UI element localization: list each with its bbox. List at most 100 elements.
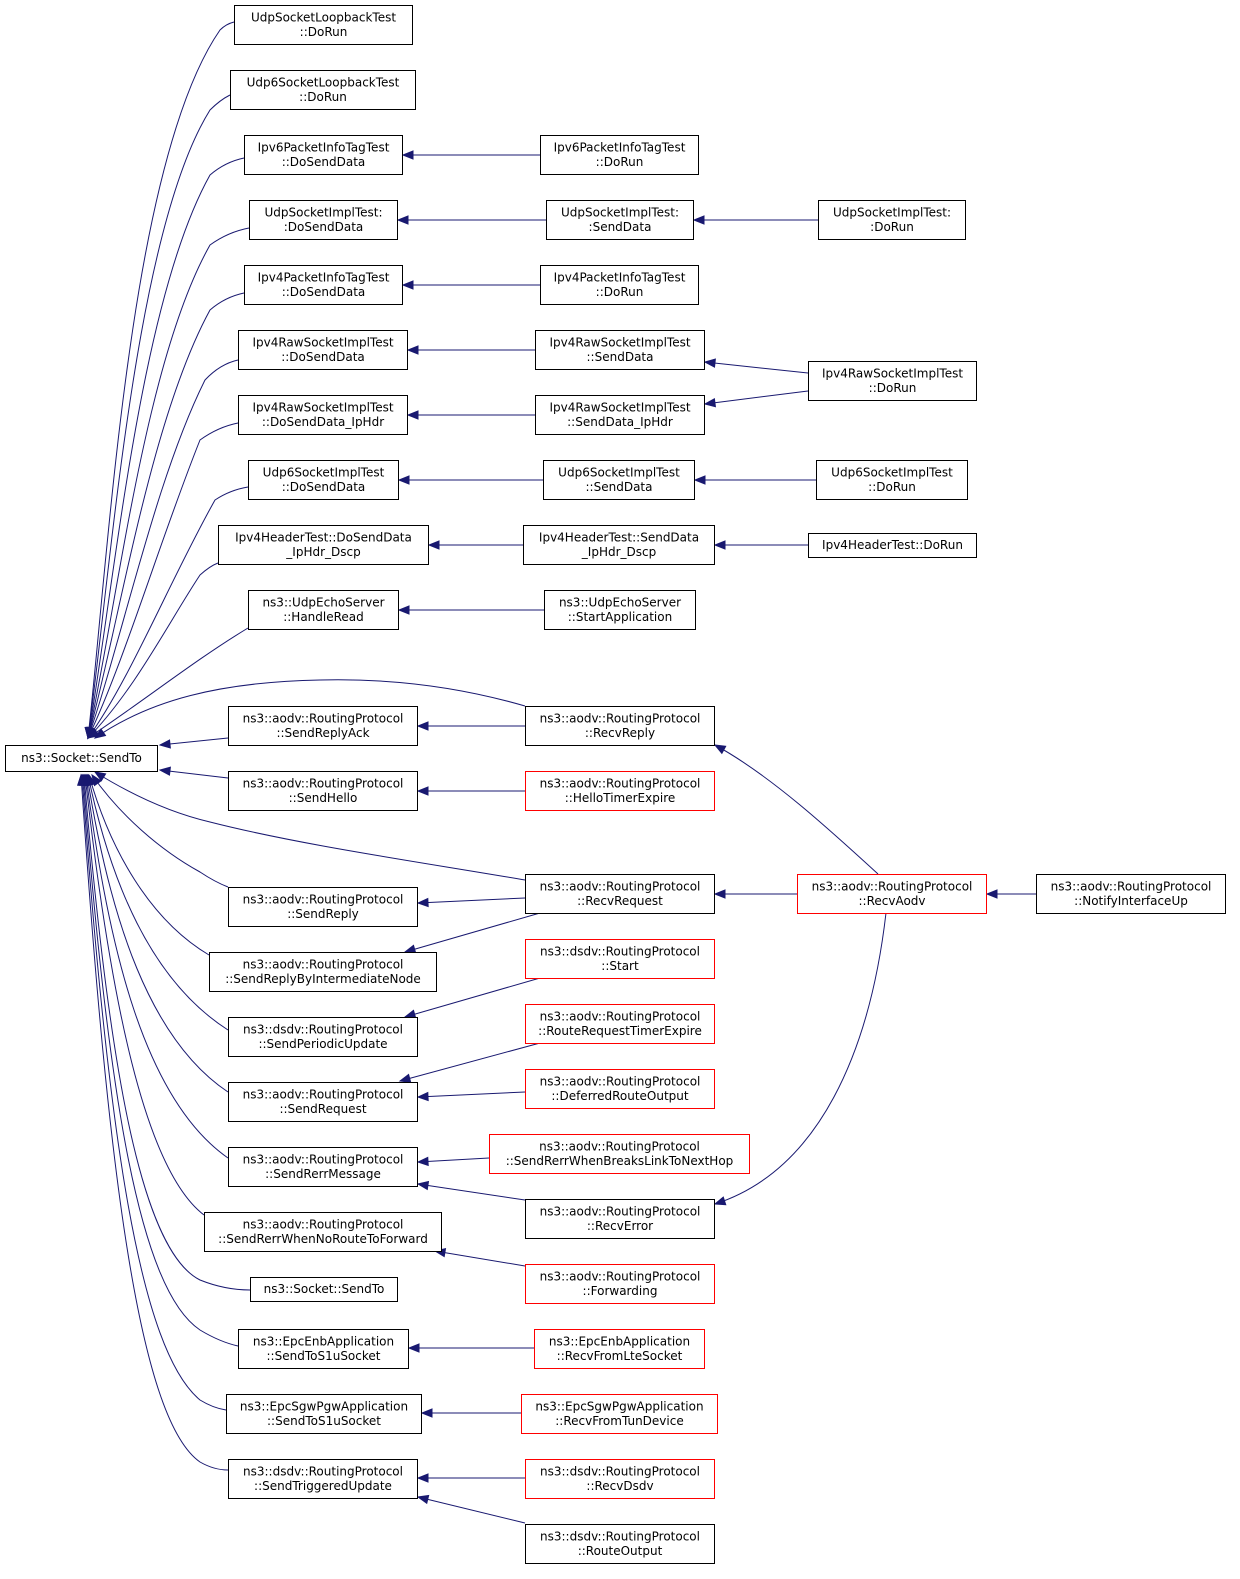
node-rawDoSendIp-label-1: ::DoSendData_IpHdr (262, 415, 384, 429)
node-forwarding[interactable]: ns3::aodv::RoutingProtocol::Forwarding (525, 1264, 715, 1304)
edge-rawSendIp-to-rawDoSendIp (406, 410, 535, 420)
edge-echoStart-to-echoRead-arrowhead (397, 605, 410, 615)
node-recvRequest[interactable]: ns3::aodv::RoutingProtocol::RecvRequest (525, 874, 715, 914)
node-ipv6PitSend[interactable]: Ipv6PacketInfoTagTest::DoSendData (244, 135, 403, 175)
node-hdrSend-box (523, 525, 715, 565)
node-rawSendIp-label-0: Ipv4RawSocketImplTest (549, 400, 690, 414)
node-sendReply-label-0: ns3::aodv::RoutingProtocol (243, 892, 404, 906)
node-sendRerrMsg[interactable]: ns3::aodv::RoutingProtocol::SendRerrMess… (228, 1147, 418, 1187)
node-ipv4PitRun-label-1: ::DoRun (596, 285, 644, 299)
node-udp6Send-label-0: Udp6SocketImplTest (558, 465, 680, 479)
node-hdrSend[interactable]: Ipv4HeaderTest::SendData_IpHdr_Dscp (523, 525, 715, 565)
node-echoStart[interactable]: ns3::UdpEchoServer::StartApplication (544, 590, 696, 630)
node-dsdvPeriodic[interactable]: ns3::dsdv::RoutingProtocol::SendPeriodic… (228, 1017, 418, 1057)
edge-udpImplSend-to-udpImplDoSend (396, 215, 546, 225)
node-socketSendTo2[interactable]: ns3::Socket::SendTo (250, 1277, 398, 1302)
edge-rawSend-to-rawDoSend-arrowhead (406, 345, 419, 355)
edge-dsdvPeriodic-to-focus-line (87, 774, 229, 1031)
node-focus[interactable]: ns3::Socket::SendTo (5, 745, 158, 772)
node-ipv4PitSend[interactable]: Ipv4PacketInfoTagTest::DoSendData (244, 265, 403, 305)
node-udpImplDoSend[interactable]: UdpSocketImplTest::DoSendData (249, 200, 398, 240)
node-udp6DoSend-label-1: ::DoSendData (282, 480, 366, 494)
edge-recvReply-to-focus (93, 679, 526, 739)
node-sgwRecv[interactable]: ns3::EpcSgwPgwApplication::RecvFromTunDe… (521, 1394, 718, 1434)
node-rawRun-box (808, 361, 977, 401)
node-ipv4PitRun[interactable]: Ipv4PacketInfoTagTest::DoRun (540, 265, 699, 305)
node-rerrNoRoute[interactable]: ns3::aodv::RoutingProtocol::SendRerrWhen… (204, 1212, 442, 1252)
node-rerrBreaks[interactable]: ns3::aodv::RoutingProtocol::SendRerrWhen… (489, 1134, 750, 1174)
node-rawSendIp[interactable]: Ipv4RawSocketImplTest::SendData_IpHdr (535, 395, 705, 435)
edge-sendReplyInter-to-focus (87, 773, 210, 956)
node-udp6LoopTest-label-1: ::DoRun (299, 90, 347, 104)
edge-echoRead-to-focus-line (87, 627, 249, 739)
node-notifyUp[interactable]: ns3::aodv::RoutingProtocol::NotifyInterf… (1036, 874, 1226, 914)
node-sendHello-label-1: ::SendHello (289, 791, 358, 805)
node-dsdvTrig[interactable]: ns3::dsdv::RoutingProtocol::SendTriggere… (228, 1459, 418, 1499)
node-helloTimer[interactable]: ns3::aodv::RoutingProtocol::HelloTimerEx… (525, 771, 715, 811)
node-dsdvRecv[interactable]: ns3::dsdv::RoutingProtocol::RecvDsdv (525, 1459, 715, 1499)
node-dsdvRoute[interactable]: ns3::dsdv::RoutingProtocol::RouteOutput (525, 1524, 715, 1564)
node-rerrBreaks-label-0: ns3::aodv::RoutingProtocol (539, 1139, 700, 1153)
node-sendRequest[interactable]: ns3::aodv::RoutingProtocol::SendRequest (228, 1082, 418, 1122)
node-recvError-box (525, 1199, 715, 1239)
node-rawDoSendIp[interactable]: Ipv4RawSocketImplTest::DoSendData_IpHdr (238, 395, 408, 435)
node-sendReply[interactable]: ns3::aodv::RoutingProtocol::SendReply (228, 887, 418, 927)
edge-udpImplRun-to-udpImplSend (692, 215, 818, 225)
edge-udp6Run-to-udp6Send-arrowhead (693, 475, 706, 485)
node-udpImplSend[interactable]: UdpSocketImplTest::SendData (546, 200, 694, 240)
node-sendHello-label-0: ns3::aodv::RoutingProtocol (243, 776, 404, 790)
node-hdrDoSend[interactable]: Ipv4HeaderTest::DoSendData_IpHdr_Dscp (218, 525, 429, 565)
edge-udpImplDoSend-to-focus (85, 227, 250, 740)
node-dsdvTrig-label-0: ns3::dsdv::RoutingProtocol (243, 1464, 403, 1478)
edge-enbSend-to-focus-line (82, 774, 239, 1347)
node-socketSendTo2-box (250, 1277, 398, 1302)
edge-sendReplyAck-to-focus (158, 737, 229, 749)
node-udp6LoopTest[interactable]: Udp6SocketLoopbackTest::DoRun (230, 70, 416, 110)
node-udp6DoSend[interactable]: Udp6SocketImplTest::DoSendData (248, 460, 399, 500)
node-hdrRun[interactable]: Ipv4HeaderTest::DoRun (808, 533, 977, 558)
node-enbSend[interactable]: ns3::EpcEnbApplication::SendToS1uSocket (238, 1329, 409, 1369)
node-dsdvTrig-label-1: ::SendTriggeredUpdate (254, 1479, 392, 1493)
node-sendReplyInter-label-1: ::SendReplyByIntermediateNode (225, 972, 421, 986)
node-recvRequest-label-0: ns3::aodv::RoutingProtocol (540, 879, 701, 893)
node-forwarding-label-0: ns3::aodv::RoutingProtocol (540, 1269, 701, 1283)
node-udpLoopTest[interactable]: UdpSocketLoopbackTest::DoRun (234, 5, 413, 45)
node-sendReplyInter[interactable]: ns3::aodv::RoutingProtocol::SendReplyByI… (209, 952, 437, 992)
edge-sendHello-to-focus (158, 766, 229, 779)
node-rreqTimer[interactable]: ns3::aodv::RoutingProtocol::RouteRequest… (525, 1004, 715, 1044)
node-dsdvStart[interactable]: ns3::dsdv::RoutingProtocol::Start (525, 939, 715, 979)
node-rawSend[interactable]: Ipv4RawSocketImplTest::SendData (535, 330, 705, 370)
node-hdrDoSend-label-0: Ipv4HeaderTest::DoSendData (235, 530, 412, 544)
node-hdrRun-label-0: Ipv4HeaderTest::DoRun (822, 538, 963, 552)
node-udpLoopTest-box (234, 5, 413, 45)
node-rawSend-label-0: Ipv4RawSocketImplTest (549, 335, 690, 349)
edge-recvRequest-to-focus-arrowhead (93, 771, 107, 782)
edge-ipv4PitRun-to-ipv4PitSend-arrowhead (401, 280, 414, 290)
node-recvError[interactable]: ns3::aodv::RoutingProtocol::RecvError (525, 1199, 715, 1239)
node-recvAodv[interactable]: ns3::aodv::RoutingProtocol::RecvAodv (797, 874, 987, 914)
node-sendHello[interactable]: ns3::aodv::RoutingProtocol::SendHello (228, 771, 418, 811)
node-enbRecv[interactable]: ns3::EpcEnbApplication::RecvFromLteSocke… (534, 1329, 705, 1369)
node-ipv4PitSend-label-1: ::DoSendData (282, 285, 366, 299)
node-rawDoSend[interactable]: Ipv4RawSocketImplTest::DoSendData (238, 330, 408, 370)
node-udp6Send[interactable]: Udp6SocketImplTest::SendData (543, 460, 695, 500)
node-recvReply[interactable]: ns3::aodv::RoutingProtocol::RecvReply (525, 706, 715, 746)
node-udp6Run[interactable]: Udp6SocketImplTest::DoRun (816, 460, 968, 500)
node-dsdvRoute-label-1: ::RouteOutput (578, 1544, 663, 1558)
edge-sgwRecv-to-sgwSend (420, 1408, 521, 1418)
node-sgwSend[interactable]: ns3::EpcSgwPgwApplication::SendToS1uSock… (226, 1394, 422, 1434)
node-deferred[interactable]: ns3::aodv::RoutingProtocol::DeferredRout… (525, 1069, 715, 1109)
node-ipv6PitRun[interactable]: Ipv6PacketInfoTagTest::DoRun (540, 135, 699, 175)
node-udp6Run-label-0: Udp6SocketImplTest (831, 465, 953, 479)
node-echoRead[interactable]: ns3::UdpEchoServer::HandleRead (248, 590, 399, 630)
edge-sgwSend-to-focus-line (81, 774, 227, 1411)
edge-hdrRun-to-hdrSend-arrowhead (713, 540, 726, 550)
node-udpImplRun[interactable]: UdpSocketImplTest::DoRun (818, 200, 966, 240)
edge-recvRequest-to-focus (93, 771, 526, 881)
node-dsdvRoute-label-0: ns3::dsdv::RoutingProtocol (540, 1529, 700, 1543)
node-rawRun[interactable]: Ipv4RawSocketImplTest::DoRun (808, 361, 977, 401)
node-focus-box (5, 745, 158, 772)
edge-ipv6PitRun-to-ipv6PitSend (401, 150, 540, 160)
node-sendReplyAck[interactable]: ns3::aodv::RoutingProtocol::SendReplyAck (228, 706, 418, 746)
node-recvReply-label-1: ::RecvReply (585, 726, 655, 740)
